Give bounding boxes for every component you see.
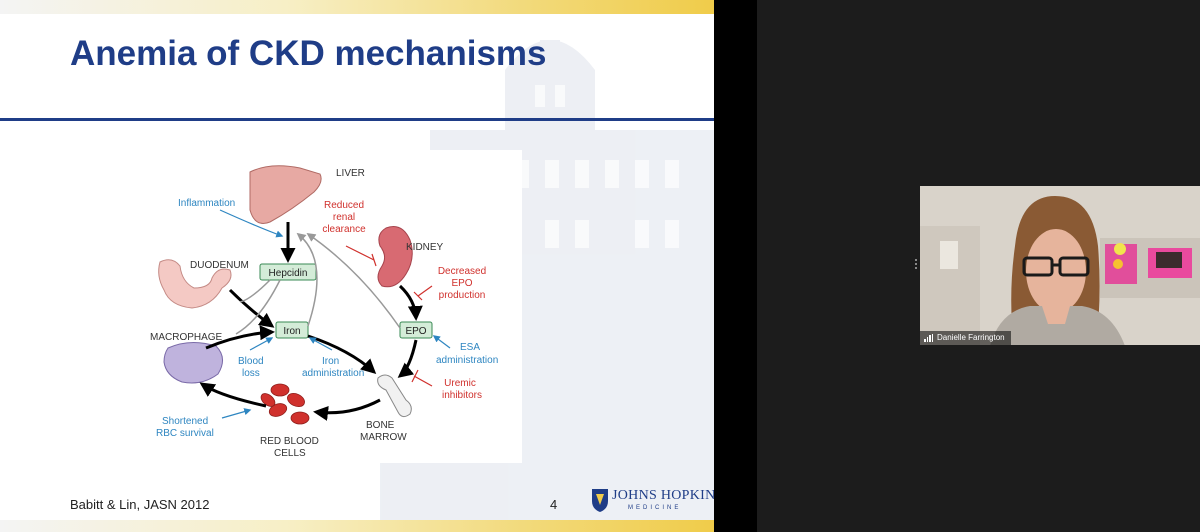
shortened-arrow [221, 408, 252, 419]
duodenum-icon [158, 259, 232, 309]
slide-top-bar [0, 0, 714, 14]
divider-strip [714, 0, 757, 532]
duodenum-to-iron-arrow [228, 288, 275, 328]
epo-feedback-line [306, 232, 401, 329]
kidney-icon [377, 226, 413, 288]
reduced-label-3: clearance [322, 224, 366, 235]
shortened-label-1: Shortened [162, 416, 208, 427]
decreased-epo-inhibitor [413, 285, 433, 301]
bone-icon [377, 374, 412, 418]
kidney-to-epo-arrow [398, 284, 423, 321]
logo-subtitle: MEDICINE [628, 505, 682, 511]
blood-loss-label-2: loss [242, 368, 260, 379]
esa-label-1: ESA [460, 342, 480, 353]
macrophage-icon [163, 342, 223, 384]
signal-bars-icon [924, 334, 934, 342]
slide-number: 4 [550, 497, 558, 512]
shield-icon [592, 489, 608, 512]
decreased-label-2: EPO [451, 278, 472, 289]
rbc-icon [260, 383, 310, 425]
inflammation-label: Inflammation [178, 198, 235, 209]
citation: Babitt & Lin, JASN 2012 [70, 497, 210, 512]
esa-label-2: administration [436, 355, 498, 366]
rbc-to-macrophage-arrow [199, 382, 267, 408]
blood-loss-label-1: Blood [238, 356, 264, 367]
macrophage-label: MACROPHAGE [150, 332, 223, 343]
hepcidin-inhibit-duodenum [239, 279, 271, 303]
reduced-label-1: Reduced [324, 200, 364, 211]
epo-node [399, 321, 433, 339]
hepcidin-inhibit-macrophage [235, 279, 281, 335]
duodenum-label: DUODENUM [190, 260, 249, 271]
bone-label-1: BONE [366, 420, 395, 431]
liver-icon [249, 165, 322, 224]
decreased-label-3: production [439, 290, 486, 301]
reduced-label-2: renal [333, 212, 355, 223]
uremic-inhibitor [411, 369, 433, 387]
esa-arrow [432, 335, 451, 349]
iron-admin-label-2: administration [302, 368, 364, 379]
reduced-clearance-inhibitor [345, 245, 377, 267]
uremic-label-1: Uremic [444, 378, 476, 389]
title-divider [0, 118, 714, 121]
logo-name: JOHNS HOPKINS [612, 488, 714, 503]
iron-admin-arrow [308, 337, 333, 351]
participant-name-tag: Danielle Farrington [920, 331, 1011, 345]
presentation-slide: Anemia of CKD mechanisms [0, 0, 714, 532]
participant-video-tile[interactable]: Danielle Farrington [920, 186, 1200, 345]
macrophage-to-iron-arrow [205, 325, 275, 350]
rbc-label-1: RED BLOOD [260, 436, 319, 447]
participant-name: Danielle Farrington [937, 333, 1005, 342]
kidney-label: KIDNEY [406, 242, 444, 253]
blood-loss-arrow [249, 337, 274, 351]
iron-label: Iron [283, 326, 300, 337]
iron-to-bone-arrow [307, 334, 377, 375]
liver-label: LIVER [336, 168, 365, 179]
iron-node [275, 321, 309, 339]
hepcidin-label: Hepcidin [269, 268, 308, 279]
slide-bottom-bar [0, 520, 714, 532]
decreased-label-1: Decreased [438, 266, 486, 277]
bone-label-2: MARROW [360, 432, 407, 443]
iron-admin-label-1: Iron [322, 356, 339, 367]
johns-hopkins-logo: JOHNS HOPKINS MEDICINE [590, 487, 714, 517]
uremic-label-2: inhibitors [442, 390, 482, 401]
panel-drag-handle[interactable] [914, 259, 918, 271]
iron-feedback-line [296, 232, 318, 327]
participant-video-image [920, 186, 1200, 345]
epo-to-bone-arrow [397, 339, 418, 378]
inflammation-arrow [219, 209, 284, 238]
shortened-label-2: RBC survival [156, 428, 214, 439]
rbc-label-2: CELLS [274, 448, 306, 459]
slide-title: Anemia of CKD mechanisms [70, 34, 547, 73]
anemia-mechanism-diagram: LIVER KIDNEY DUODENUM MACROPHAGE BONE MA… [110, 150, 522, 463]
epo-label: EPO [405, 326, 426, 337]
bone-to-rbc-arrow [313, 398, 381, 421]
